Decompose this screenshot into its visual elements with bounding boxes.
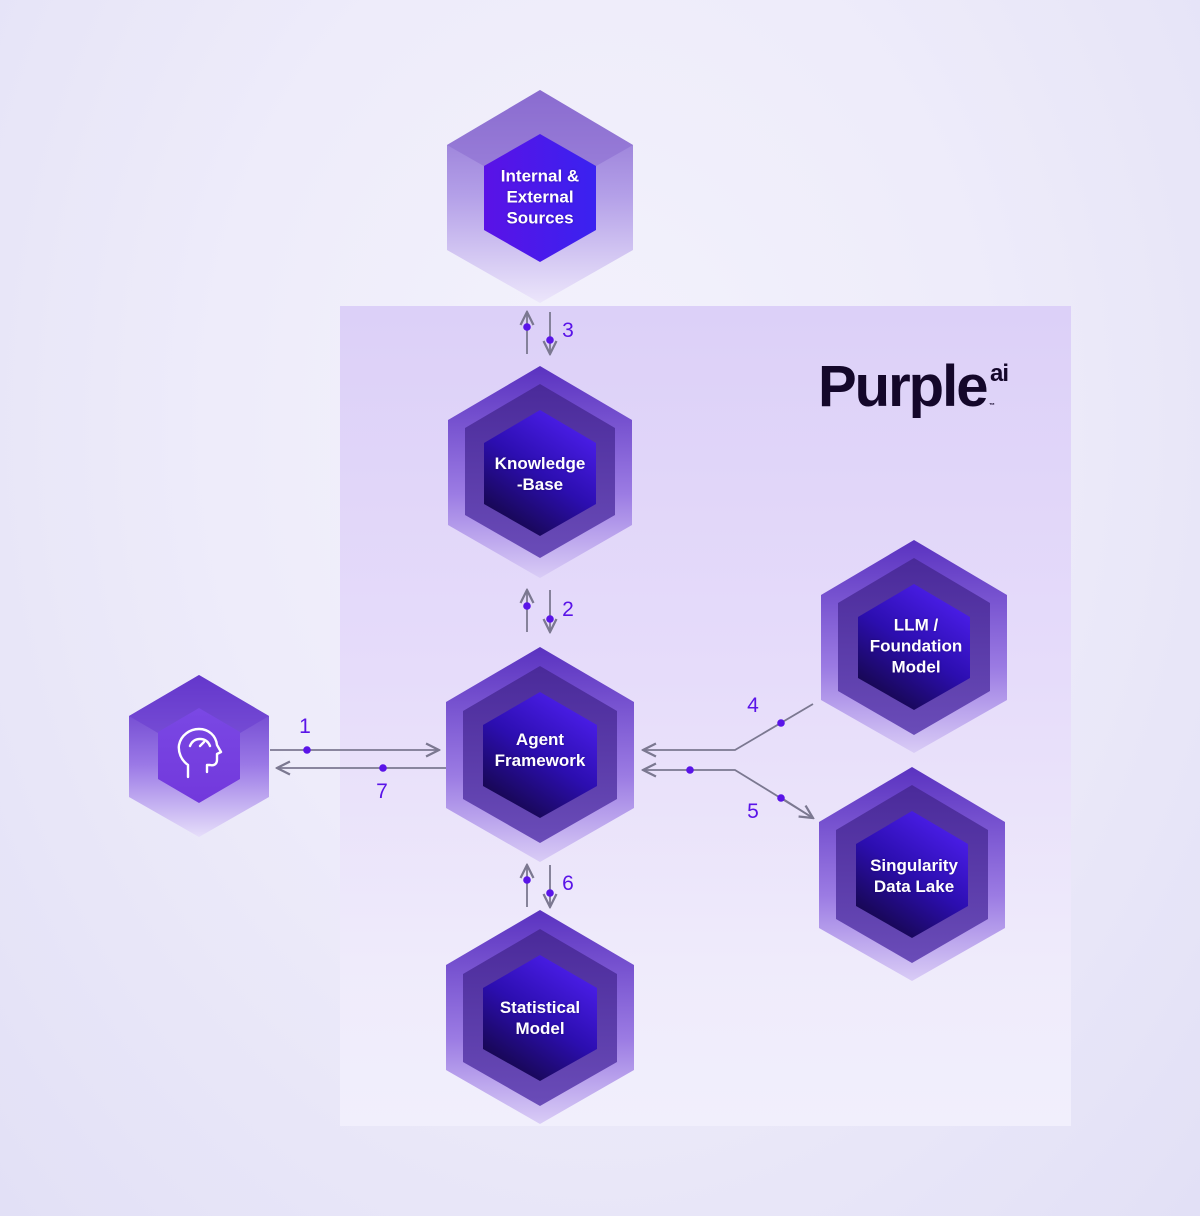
purple-ai-logo-suffix: ai (990, 360, 1009, 387)
connectors (270, 312, 813, 907)
agent-framework-hexagon (446, 647, 634, 862)
flow-dots (303, 323, 785, 897)
flow-dot (686, 766, 694, 774)
statistical-model-label: Statistical Model (499, 998, 581, 1038)
purple-ai-logo: Purple (818, 354, 988, 419)
flow-dot (523, 876, 531, 884)
flow-dot (777, 794, 785, 802)
sources-hexagon (447, 90, 633, 303)
user-hexagon (129, 675, 269, 837)
singularity-data-lake-label: Singularity Data Lake (870, 856, 958, 896)
flow-dot (546, 889, 554, 897)
step-3-label: 3 (562, 319, 574, 342)
knowledge-base-hexagon (448, 366, 632, 578)
knowledge-base-label: Knowledge -Base (494, 454, 586, 494)
sources-label: Internal & External Sources (500, 166, 580, 228)
trademark-symbol: ™ (989, 403, 995, 409)
connector-agent-to-data-lake (779, 796, 813, 818)
user-head-gauge-icon (177, 727, 223, 779)
step-2-label: 2 (562, 598, 574, 621)
step-7-label: 7 (376, 780, 388, 803)
step-5-label: 5 (747, 800, 759, 823)
flow-dot (546, 615, 554, 623)
step-6-label: 6 (562, 872, 574, 895)
flow-dot (523, 602, 531, 610)
flow-dot (379, 764, 387, 772)
statistical-model-hexagon (446, 910, 634, 1124)
connector-agent-data-lake-in (643, 770, 814, 819)
flow-dot (546, 336, 554, 344)
step-1-label: 1 (299, 715, 311, 738)
connector-llm-to-agent (643, 703, 814, 750)
flow-dot (303, 746, 311, 754)
flow-dot (777, 719, 785, 727)
llm-foundation-model-label: LLM / Foundation Model (869, 615, 963, 677)
llm-foundation-model-hexagon (821, 540, 1007, 753)
singularity-data-lake-hexagon (819, 767, 1005, 981)
step-4-label: 4 (747, 694, 759, 717)
flow-dot (523, 323, 531, 331)
agent-framework-label: Agent Framework (494, 730, 586, 770)
